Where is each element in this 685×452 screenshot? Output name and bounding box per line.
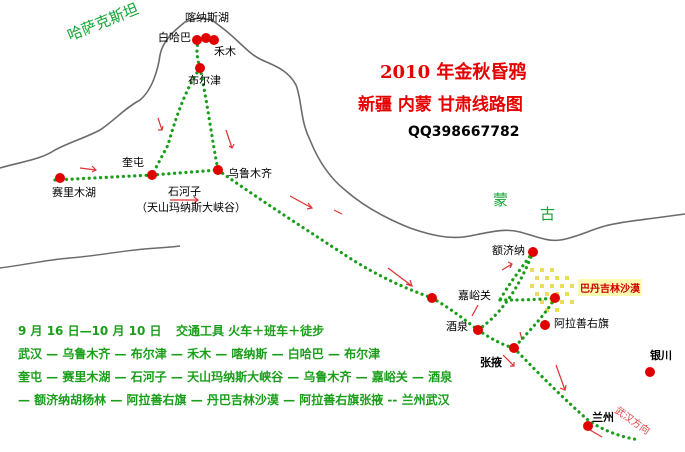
- label-zhangye: 张掖: [480, 356, 502, 369]
- label-ejina: 额济纳: [492, 244, 525, 257]
- label-jiuquan: 酒泉: [446, 320, 468, 333]
- label-hemu: 禾木: [214, 45, 236, 58]
- city-dot-burqin: [195, 63, 205, 73]
- label-kuitun: 奎屯: [122, 156, 144, 169]
- city-dot-kanas: [201, 33, 211, 43]
- city-dot-urumqi: [213, 165, 223, 175]
- border-line: [0, 17, 685, 242]
- itinerary-dates: 9 月 16 日—10 月 10 日: [18, 324, 162, 338]
- region-mongolia-1: 蒙: [493, 191, 509, 209]
- city-dot-alxa: [540, 320, 550, 330]
- label-tianshan: （天山玛纳斯大峡谷）: [136, 201, 246, 214]
- label-urumqi: 乌鲁木齐: [228, 167, 272, 180]
- itinerary-line-1: 武汉 — 乌鲁木齐 — 布尔津 — 禾木 — 喀纳斯 — 白哈巴 — 布尔津: [18, 347, 381, 361]
- itinerary-line-3: — 额济纳胡杨林 — 阿拉善右旗 — 丹巴吉林沙漠 — 阿拉善右旗张掖 -- 兰…: [18, 393, 450, 407]
- city-markers: [55, 33, 655, 431]
- city-dot-kuitun: [147, 170, 157, 180]
- itinerary-transport: 交通工具 火车＋班车＋徒步: [176, 324, 325, 338]
- label-kanas: 喀纳斯湖: [185, 11, 229, 24]
- label-shihezi: 石河子: [168, 185, 201, 198]
- map-title: 2010 年金秋昏鸦: [380, 62, 527, 83]
- label-yinchuan: 银川: [650, 349, 672, 362]
- city-dot-yinchuan: [645, 367, 655, 377]
- label-badain-desert: 巴丹吉林沙漠: [578, 279, 642, 296]
- city-dot-badain: [550, 293, 560, 303]
- itinerary-line-2: 奎屯 — 赛里木湖 — 石河子 — 天山玛纳斯大峡谷 — 乌鲁木齐 — 嘉峪关 …: [18, 370, 453, 384]
- city-dot-zhangye: [509, 343, 519, 353]
- label-burqin: 布尔津: [188, 74, 221, 87]
- border-line-south: [0, 245, 181, 269]
- city-dot-ejina: [528, 247, 538, 257]
- label-jiayuguan: 嘉峪关: [458, 289, 491, 302]
- map-subtitle: 新疆 内蒙 甘肃线路图: [358, 95, 523, 115]
- label-sayram: 赛里木湖: [52, 186, 96, 199]
- city-dot-sayram: [55, 173, 65, 183]
- label-alxa-right: 阿拉善右旗: [554, 317, 609, 330]
- region-mongolia-2: 古: [540, 205, 556, 223]
- label-lanzhou: 兰州: [592, 411, 614, 424]
- city-dot-baihaba: [192, 35, 202, 45]
- city-dot-jiuquan: [473, 325, 483, 335]
- label-baihaba: 白哈巴: [158, 31, 191, 44]
- direction-arrows: [79, 117, 603, 438]
- contact-qq: QQ398667782: [408, 124, 520, 140]
- desert-area: [530, 268, 574, 312]
- city-dot-hemu: [209, 35, 219, 45]
- city-dot-jiayuguan: [427, 293, 437, 303]
- city-dot-lanzhou: [583, 421, 593, 431]
